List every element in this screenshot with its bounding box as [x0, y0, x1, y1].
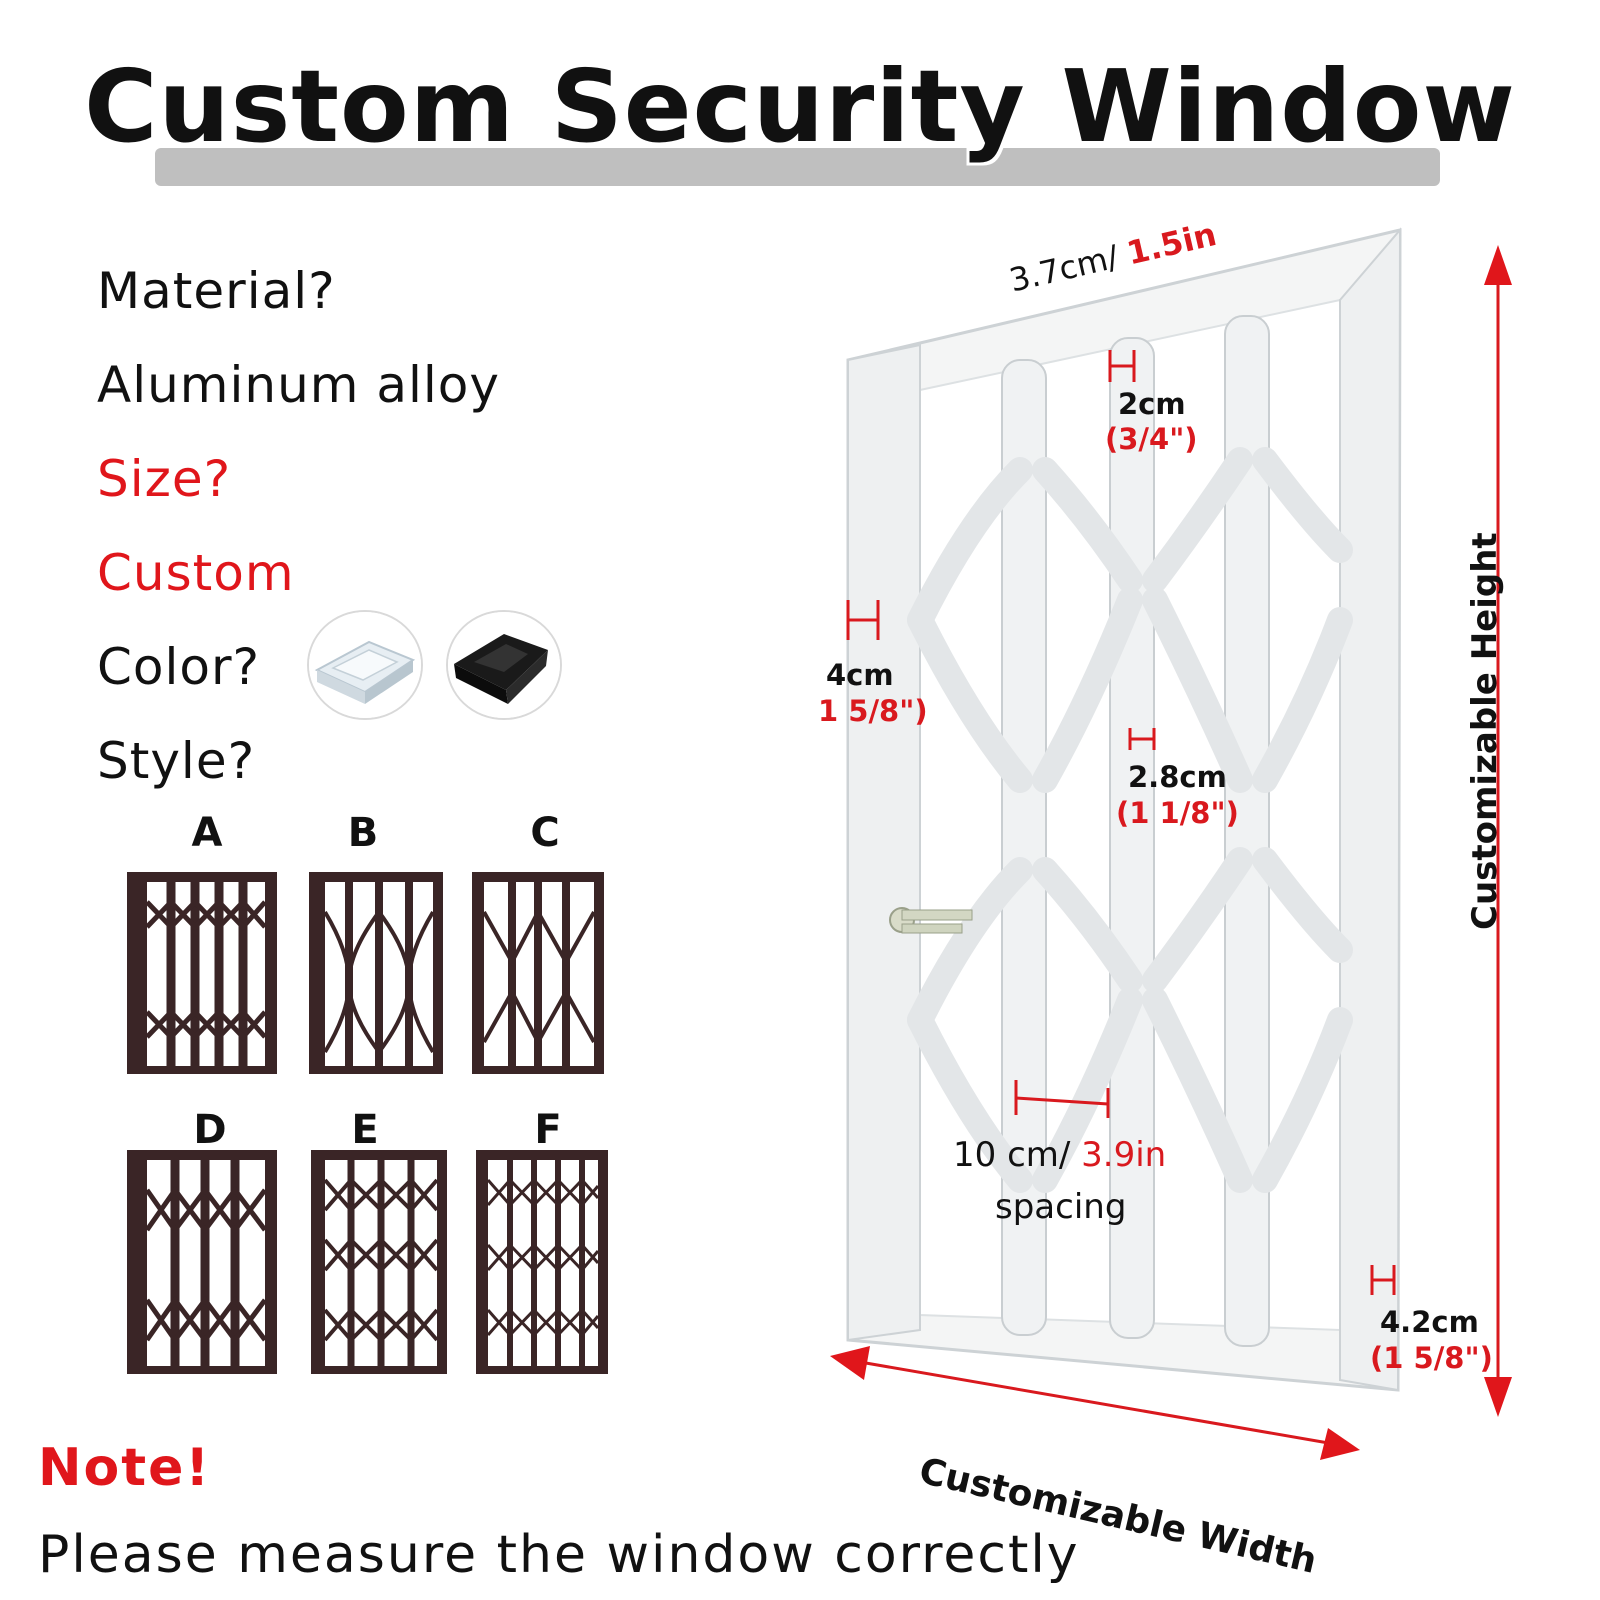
bar-dim-in: (3/4") — [1105, 422, 1198, 456]
spacing-dim: 10 cm/ 3.9in — [953, 1135, 1166, 1175]
mid-dim-in: (1 1/8") — [1116, 796, 1239, 830]
style-a-thumbnail[interactable] — [127, 872, 277, 1074]
style-label-a: A — [191, 810, 223, 856]
style-question: Style? — [97, 732, 256, 790]
spacing-dim-in: 3.9in — [1081, 1135, 1167, 1175]
note-label: Note! — [38, 1438, 212, 1498]
spacing-dim-cm: 10 cm/ — [953, 1135, 1071, 1175]
mid-dim-cm: 2.8cm — [1128, 760, 1227, 794]
size-answer: Custom — [97, 544, 295, 602]
width-arrow-icon — [830, 1346, 1360, 1460]
bar-dim-cm: 2cm — [1118, 387, 1186, 421]
material-answer: Aluminum alloy — [97, 356, 500, 414]
note-text: Please measure the window correctly — [38, 1525, 1080, 1585]
color-swatch-black[interactable] — [446, 610, 562, 720]
title-underline-bar — [155, 148, 1440, 186]
style-label-f: F — [534, 1107, 562, 1153]
style-b-thumbnail[interactable] — [309, 872, 443, 1074]
style-label-b: B — [347, 810, 379, 856]
color-question: Color? — [97, 638, 261, 696]
style-d-thumbnail[interactable] — [127, 1150, 277, 1374]
style-label-d: D — [193, 1107, 227, 1153]
customizable-height-label: Customizable Height — [1465, 532, 1505, 930]
color-swatch-white[interactable] — [307, 610, 423, 720]
black-profile-icon — [448, 612, 560, 718]
side-dim-cm: 4cm — [826, 658, 894, 692]
style-e-thumbnail[interactable] — [311, 1150, 447, 1374]
style-label-c: C — [530, 810, 560, 856]
material-question: Material? — [97, 262, 336, 320]
side-dim-in: 1 5/8") — [818, 694, 928, 728]
style-c-thumbnail[interactable] — [472, 872, 604, 1074]
spacing-label: spacing — [995, 1187, 1127, 1227]
page-title: Custom Security Window — [84, 48, 1516, 165]
white-profile-icon — [309, 612, 421, 718]
security-window-illustration — [846, 227, 1402, 1392]
style-label-e: E — [351, 1107, 379, 1153]
keys-icon — [889, 907, 973, 934]
bottom-dim-cm: 4.2cm — [1380, 1305, 1479, 1339]
size-question: Size? — [97, 450, 232, 508]
bottom-dim-in: (1 5/8") — [1370, 1341, 1493, 1375]
style-f-thumbnail[interactable] — [476, 1150, 608, 1374]
height-arrow-icon — [1484, 245, 1512, 1417]
